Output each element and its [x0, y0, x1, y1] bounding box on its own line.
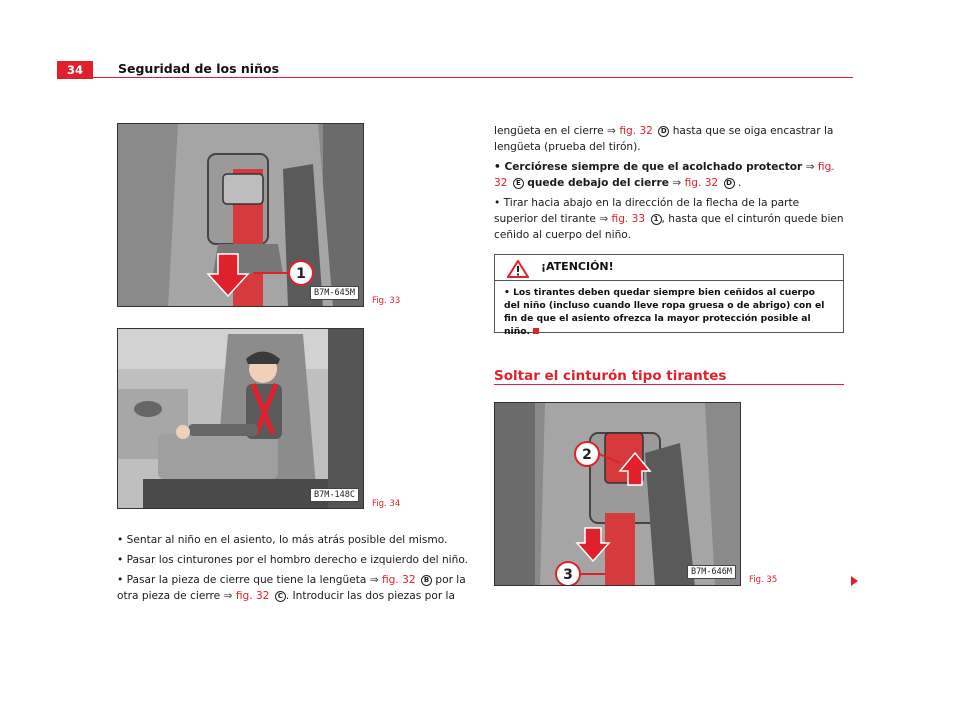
para-cerciorese: • Cerciórese siempre de que el acolchado…: [494, 159, 844, 191]
callout-d: D: [658, 126, 670, 137]
figure-34-ref: B7M-148C: [310, 488, 359, 502]
figure-35-callout-bottom: 3: [563, 567, 573, 583]
fig-32-link[interactable]: fig. 32: [235, 590, 270, 602]
next-page-arrow-icon[interactable]: [851, 576, 858, 586]
section-heading: Soltar el cinturón tipo tirantes: [494, 368, 727, 384]
callout-d: D: [723, 178, 735, 189]
arrow-glyph: ⇒: [599, 213, 609, 225]
callout-c: C: [274, 591, 286, 602]
figure-35-photo: 2 3 B7M-646M: [494, 402, 741, 586]
fig-32-link[interactable]: fig. 32: [494, 161, 835, 189]
para-cerciorese-bold1: • Cerciórese siempre de que el acolchado…: [494, 161, 803, 173]
warning-title: ¡ATENCIÓN!: [541, 260, 614, 273]
bullet-pasar-pieza: • Pasar la pieza de cierre que tiene la …: [117, 572, 477, 604]
figure-35-illustration: 2 3: [495, 403, 740, 585]
warning-text: • Los tirantes deben quedar siempre bien…: [504, 287, 825, 337]
bullet-pasar-pieza-text1: • Pasar la pieza de cierre que tiene la …: [117, 574, 367, 586]
warning-body: • Los tirantes deben quedar siempre bien…: [495, 281, 843, 338]
para-lengueta-text1: lengüeta en el cierre: [494, 125, 604, 137]
page-title: Seguridad de los niños: [118, 61, 280, 76]
arrow-glyph: ⇒: [369, 574, 379, 586]
figure-33-photo: 1 B7M-645M: [117, 123, 364, 307]
para-lengueta: lengüeta en el cierre ⇒ fig. 32 D hasta …: [494, 123, 844, 155]
fig-32-link[interactable]: fig. 32: [382, 574, 416, 586]
figure-35-caption: Fig. 35: [749, 575, 778, 585]
para-tirar-text1: • Tirar hacia abajo en la dirección de l…: [494, 197, 800, 225]
page-number: 34: [57, 61, 93, 79]
bullet-pasar-pieza-text3: . Introducir las dos piezas por la: [285, 590, 455, 602]
callout-e: E: [512, 178, 524, 189]
callout-b: B: [421, 575, 432, 586]
figure-33-callout: 1: [296, 266, 306, 282]
warning-triangle-icon: [507, 260, 529, 278]
figure-33-ref: B7M-645M: [310, 286, 359, 300]
arrow-glyph: ⇒: [672, 177, 682, 189]
figure-33-caption: Fig. 33: [372, 296, 401, 306]
section-rule: [494, 384, 844, 385]
figure-34-illustration: [118, 329, 363, 508]
bullet-pasar-cinturones: • Pasar los cinturones por el hombro der…: [117, 554, 468, 566]
figure-34-caption: Fig. 34: [372, 499, 401, 509]
arrow-glyph: ⇒: [805, 161, 815, 173]
para-lengueta-text2: hasta que se oiga encastrar la lengüeta …: [494, 125, 834, 153]
figure-33-illustration: 1: [118, 124, 363, 306]
warning-box: ¡ATENCIÓN! • Los tirantes deben quedar s…: [494, 254, 844, 337]
figure-35-ref: B7M-646M: [687, 565, 736, 579]
fig-32-link[interactable]: fig. 32: [619, 125, 653, 137]
para-cerciorese-bold2: quede debajo del cierre: [527, 177, 669, 189]
arrow-glyph: ⇒: [223, 590, 233, 602]
left-column-text: • Sentar al niño en el asiento, lo más a…: [117, 532, 477, 608]
bullet-sentar: • Sentar al niño en el asiento, lo más a…: [117, 534, 448, 546]
para-tirar-text2: , hasta que el cinturón quede bien ceñid…: [494, 213, 844, 241]
bullet-pasar-pieza-text2: por la otra pieza de cierre: [117, 574, 466, 602]
para-cerciorese-end: .: [737, 177, 742, 189]
para-tirar: • Tirar hacia abajo en la dirección de l…: [494, 195, 844, 243]
fig-33-link[interactable]: fig. 33: [611, 213, 646, 225]
end-square-icon: [533, 328, 540, 334]
figure-34-photo: B7M-148C: [117, 328, 364, 509]
arrow-glyph: ⇒: [607, 125, 616, 137]
header-rule: [93, 77, 853, 78]
callout-1: 1: [650, 214, 662, 225]
right-column-text: lengüeta en el cierre ⇒ fig. 32 D hasta …: [494, 123, 844, 247]
figure-35-callout-top: 2: [582, 447, 592, 463]
warning-header: ¡ATENCIÓN!: [495, 255, 843, 281]
fig-32-link[interactable]: fig. 32: [684, 177, 719, 189]
